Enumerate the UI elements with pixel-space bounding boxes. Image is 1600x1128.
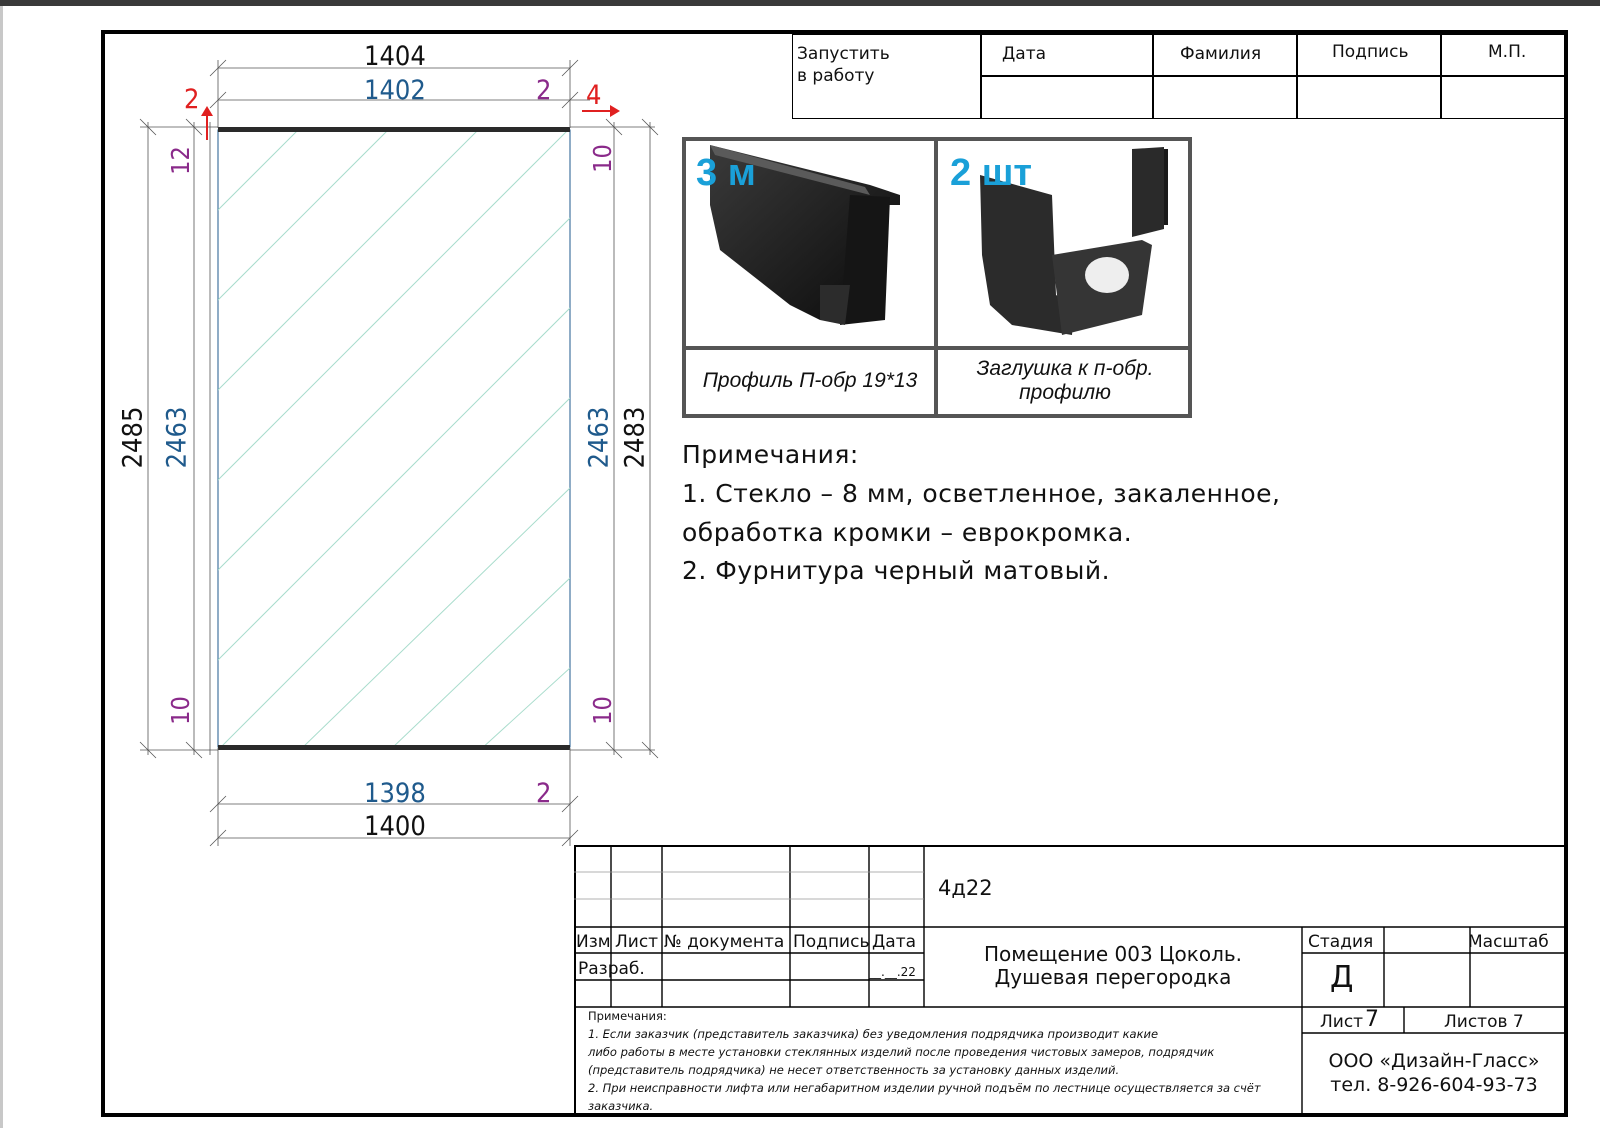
project-title-1: Помещение 003 Цоколь. (983, 942, 1243, 966)
part-2-caption-1: Заглушка к п-обр. (976, 357, 1154, 380)
scale-label: Масштаб (1468, 932, 1549, 952)
fine-print-3: (представитель подрядчика) не несет отве… (588, 1063, 1120, 1077)
stage-label: Стадия (1308, 932, 1374, 952)
part-2-qty: 2 шт (950, 152, 1032, 194)
notes-line-3: 2. Фурнитура черный матовый. (682, 556, 1111, 585)
fine-print-2: либо работы в месте установки стеклянных… (588, 1045, 1215, 1059)
stage-value: Д (1330, 960, 1354, 995)
header-list: Лист (615, 932, 659, 952)
u-profile-image (710, 145, 900, 325)
dim-left-inner: 2463 (161, 406, 193, 469)
header-doc-number: № документа (664, 932, 785, 952)
approval-stamp-value[interactable] (1440, 75, 1568, 119)
glass-panel (217, 129, 571, 748)
project-code: 4д22 (938, 876, 993, 900)
dim-left-outer: 2485 (117, 406, 149, 469)
dim-bottom-outer: 1400 (364, 811, 426, 842)
dim-top-gap: 2 (536, 75, 552, 106)
approval-date-value[interactable] (980, 75, 1154, 119)
developer-date: __.__.22 (869, 965, 916, 979)
approval-signature-label: Подпись (1332, 42, 1409, 62)
fine-print-4: 2. При неисправности лифта или негабарит… (588, 1081, 1261, 1095)
part-1-caption: Профиль П-обр 19*13 (702, 369, 918, 392)
gap-left-top: 12 (165, 146, 195, 175)
bottom-profile (218, 745, 570, 750)
top-profile (218, 127, 570, 132)
drawing-sheet-frame (101, 30, 1568, 1117)
approval-stamp-cell (1440, 34, 1568, 77)
title-block-grid (574, 845, 1568, 1117)
approval-surname-label: Фамилия (1180, 44, 1262, 64)
approval-launch-label-1: Запустить (797, 44, 890, 64)
company-name: ООО «Дизайн-Гласс» (1328, 1050, 1540, 1072)
approval-stamp-label: М.П. (1488, 42, 1527, 62)
dim-bottom-gap: 2 (536, 778, 552, 809)
offset-right-value: 4 (586, 80, 602, 111)
notes-line-1: 1. Стекло – 8 мм, осветленное, закаленно… (682, 479, 1281, 508)
gap-right-bottom: 10 (587, 696, 617, 725)
company-phone: тел. 8-926-604-93-73 (1330, 1074, 1538, 1096)
approval-launch-label-2: в работу (797, 66, 875, 86)
fine-print-title: Примечания: (588, 1009, 667, 1023)
dim-right-inner: 2463 (583, 406, 615, 469)
sheet-label: Лист (1320, 1012, 1364, 1032)
window-left-edge (0, 6, 3, 1128)
dim-right-outer: 2483 (619, 406, 651, 469)
dim-top-inner: 1402 (364, 75, 426, 106)
project-title-2: Душевая перегородка (994, 965, 1232, 989)
approval-signature-cell (1296, 34, 1442, 77)
title-block-frame (574, 845, 1568, 1117)
part-1-qty: 3 м (696, 152, 756, 194)
parts-table-divider-h (682, 346, 1192, 350)
dim-bottom-inner: 1398 (364, 778, 426, 809)
header-signature: Подпись (793, 932, 870, 952)
sheets-total: Листов 7 (1444, 1012, 1524, 1032)
approval-surname-cell (1152, 34, 1298, 77)
window-top-bar (0, 0, 1600, 6)
end-cap-image (980, 147, 1168, 335)
approval-date-label: Дата (1002, 44, 1047, 64)
fine-print-1: 1. Если заказчик (представитель заказчик… (588, 1027, 1159, 1041)
developer-label: Разраб. (578, 959, 645, 979)
header-izm: Изм (576, 932, 611, 952)
sheet-value: 7 (1365, 1007, 1379, 1032)
approval-date-cell (980, 34, 1154, 77)
notes-title: Примечания: (682, 440, 859, 469)
notes-line-2: обработка кромки – еврокромка. (682, 518, 1133, 547)
parts-table-divider-v (934, 137, 938, 418)
approval-surname-value[interactable] (1152, 75, 1298, 119)
gap-right-top: 10 (587, 144, 617, 173)
dim-top-outer: 1404 (364, 41, 426, 72)
header-date: Дата (872, 932, 917, 952)
fine-print-5: заказчика. (588, 1099, 654, 1113)
approval-signature-value[interactable] (1296, 75, 1442, 119)
part-2-caption-2: профилю (1019, 381, 1111, 404)
gap-left-bottom: 10 (165, 696, 195, 725)
glass-hatching (218, 130, 570, 747)
offset-left-value: 2 (184, 84, 200, 115)
